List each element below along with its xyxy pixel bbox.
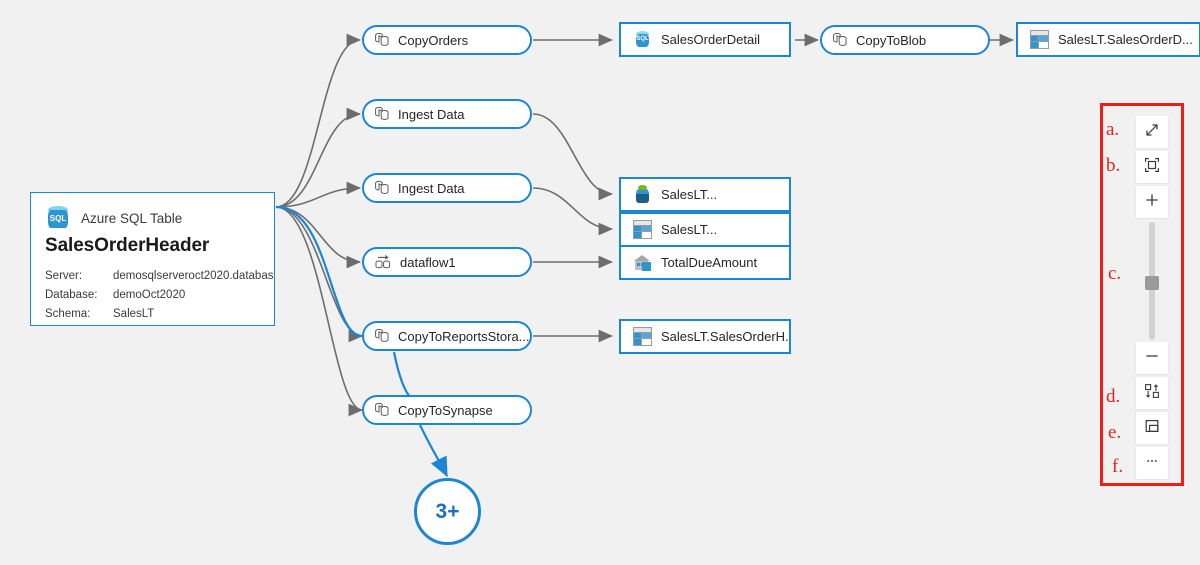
sql-database-icon: SQL xyxy=(45,205,71,231)
dataset-label: SalesLT.SalesOrderH... xyxy=(661,329,789,344)
property-row-schema: Schema: SalesLT xyxy=(45,305,274,324)
annotation-letter-c: c. xyxy=(1108,263,1122,284)
activity-node-copytoreports[interactable]: CopyToReportsStora... xyxy=(362,321,532,351)
swap-layout-icon xyxy=(1144,383,1160,404)
more-nodes-label: 3+ xyxy=(435,499,460,523)
data-warehouse-icon xyxy=(633,253,652,272)
activity-label: CopyOrders xyxy=(398,32,469,48)
property-key: Database: xyxy=(45,289,98,301)
annotation-letter-d: d. xyxy=(1106,386,1121,407)
minus-icon xyxy=(1144,348,1160,369)
activity-label: CopyToBlob xyxy=(856,32,927,48)
property-value: SalesLT xyxy=(113,308,155,320)
activity-node-copytoblob[interactable]: CopyToBlob xyxy=(820,25,990,55)
source-node-type: Azure SQL Table xyxy=(81,210,183,226)
more-options-button[interactable] xyxy=(1136,447,1168,479)
property-row-database: Database: demoOct2020 xyxy=(45,286,274,305)
property-key: Schema: xyxy=(45,308,91,320)
source-node-card[interactable]: SQL Azure SQL Table SalesOrderHeader Ser… xyxy=(30,192,275,326)
canvas-toolbar[interactable] xyxy=(1136,116,1168,482)
dataset-label: SalesOrderDetail xyxy=(661,32,760,47)
dataset-label: TotalDueAmount xyxy=(661,255,758,270)
copy-activity-icon xyxy=(832,32,849,48)
dataset-node-saleslt-table[interactable]: SalesLT... xyxy=(619,212,791,247)
dataset-label: SalesLT... xyxy=(661,187,718,202)
zoom-in-button[interactable] xyxy=(1136,186,1168,218)
activity-node-ingest-data-1[interactable]: Ingest Data xyxy=(362,99,532,129)
activity-label: CopyToReportsStora... xyxy=(398,328,530,344)
table-icon xyxy=(633,220,652,239)
zoom-slider[interactable] xyxy=(1145,222,1159,340)
activity-node-ingest-data-2[interactable]: Ingest Data xyxy=(362,173,532,203)
copy-activity-icon xyxy=(374,32,391,48)
copy-activity-icon xyxy=(374,402,391,418)
annotation-letter-a: a. xyxy=(1106,119,1120,140)
diagonal-resize-icon xyxy=(1144,122,1160,143)
ellipsis-icon xyxy=(1144,453,1160,474)
source-node-title: SalesOrderHeader xyxy=(45,235,210,256)
activity-node-copytosynapse[interactable]: CopyToSynapse xyxy=(362,395,532,425)
dataset-node-salesorderdetail[interactable]: SQL SalesOrderDetail xyxy=(619,22,791,57)
annotation-letter-e: e. xyxy=(1108,422,1122,443)
more-nodes-badge[interactable]: 3+ xyxy=(414,478,481,545)
annotation-letter-b: b. xyxy=(1106,155,1121,176)
toggle-direction-button[interactable] xyxy=(1136,377,1168,409)
activity-label: CopyToSynapse xyxy=(398,402,493,418)
activity-node-dataflow1[interactable]: dataflow1 xyxy=(362,247,532,277)
dataset-node-saleslt-orderdetail[interactable]: SalesLT.SalesOrderD... xyxy=(1016,22,1200,57)
source-node-header: SQL Azure SQL Table xyxy=(31,193,274,231)
copy-activity-icon xyxy=(374,180,391,196)
activity-label: Ingest Data xyxy=(398,106,465,122)
dataflow-activity-icon xyxy=(374,254,393,270)
property-row-server: Server: demosqlserveroct2020.database.wi… xyxy=(45,267,274,286)
table-icon xyxy=(633,327,652,346)
source-node-properties: Server: demosqlserveroct2020.database.wi… xyxy=(31,257,274,324)
blob-storage-icon xyxy=(633,185,652,204)
activity-label: dataflow1 xyxy=(400,254,456,270)
toolbar-annotation-box xyxy=(1100,103,1184,486)
plus-icon xyxy=(1144,192,1160,213)
dataset-node-saleslt-orderheader[interactable]: SalesLT.SalesOrderH... xyxy=(619,319,791,354)
dataset-node-totaldueamount[interactable]: TotalDueAmount xyxy=(619,245,791,280)
copy-activity-icon xyxy=(374,106,391,122)
fit-to-window-button[interactable] xyxy=(1136,116,1168,148)
zoom-to-fit-button[interactable] xyxy=(1136,151,1168,183)
copy-activity-icon xyxy=(374,328,391,344)
dataset-label: SalesLT.SalesOrderD... xyxy=(1058,32,1193,47)
fit-frame-icon xyxy=(1144,157,1160,178)
table-icon xyxy=(1030,30,1049,49)
zoom-slider-thumb[interactable] xyxy=(1145,276,1159,290)
property-value: demosqlserveroct2020.database.win xyxy=(113,270,274,282)
sql-table-icon: SQL xyxy=(633,30,652,49)
activity-node-copyorders[interactable]: CopyOrders xyxy=(362,25,532,55)
panel-layout-icon xyxy=(1144,418,1160,439)
activity-label: Ingest Data xyxy=(398,180,465,196)
zoom-out-button[interactable] xyxy=(1136,342,1168,374)
toggle-panel-button[interactable] xyxy=(1136,412,1168,444)
dataset-node-saleslt-blob[interactable]: SalesLT... xyxy=(619,177,791,212)
property-key: Server: xyxy=(45,270,83,282)
annotation-letter-f: f. xyxy=(1112,456,1124,477)
dataset-label: SalesLT... xyxy=(661,222,718,237)
property-value: demoOct2020 xyxy=(113,289,186,301)
